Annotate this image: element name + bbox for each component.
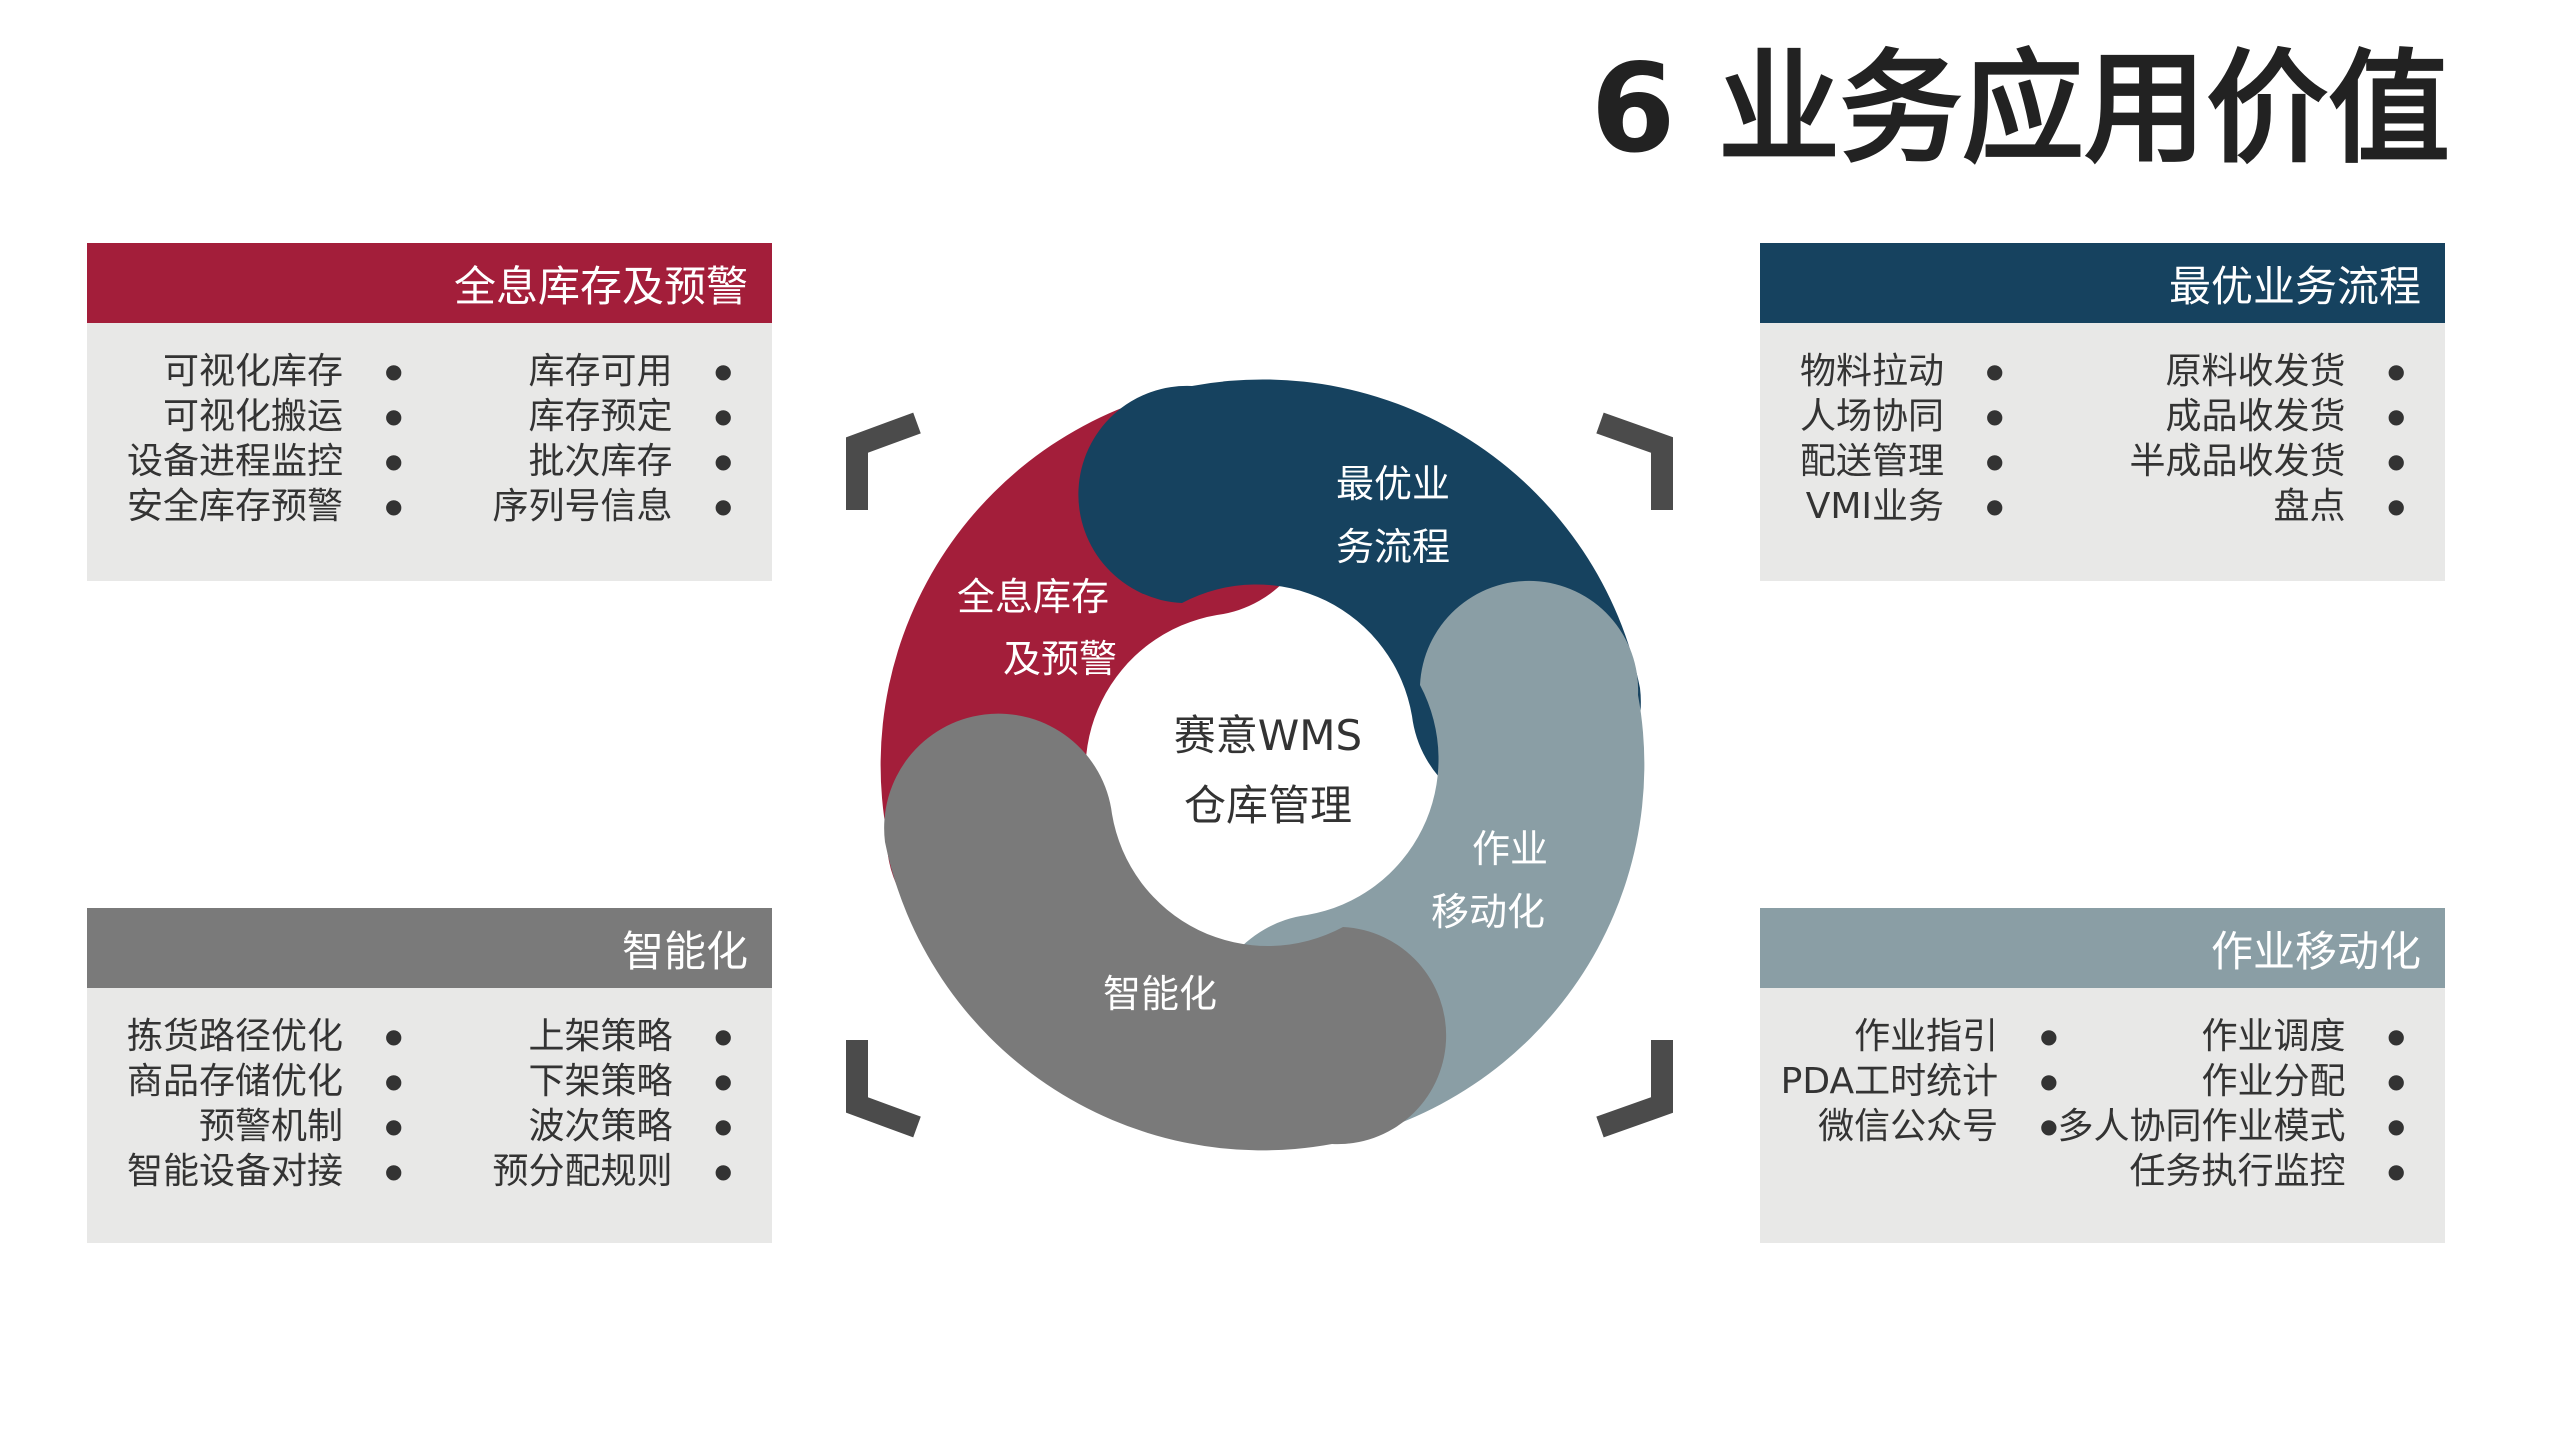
list-item: 可视化库存● <box>163 351 403 392</box>
list-item: 盘点● <box>2273 486 2405 527</box>
page-title: 6 业务应用价值 <box>1590 38 2450 180</box>
panel-header: 作业移动化 <box>1760 908 2445 988</box>
list-item: 作业指引● <box>1854 1016 2058 1057</box>
list-item: 预警机制● <box>199 1106 403 1147</box>
bullet-icon: ● <box>1986 449 2004 473</box>
bullet-icon: ● <box>714 1114 732 1138</box>
bullet-icon: ● <box>2387 1024 2405 1048</box>
segment-label: 全息库存 <box>957 575 1109 619</box>
chevron-bottom-left-icon <box>846 1040 921 1138</box>
bullet-icon: ● <box>2040 1114 2058 1138</box>
chevron-bottom-right-icon <box>1596 1040 1673 1138</box>
bullet-icon: ● <box>2387 1114 2405 1138</box>
feature-list-primary: 库存可用● 库存预定● 批次库存● 序列号信息● <box>493 349 732 551</box>
bullet-icon: ● <box>385 404 403 428</box>
list-item: 安全库存预警● <box>127 486 403 527</box>
list-item: 智能设备对接● <box>127 1151 403 1192</box>
bullet-icon: ● <box>714 1069 732 1093</box>
list-item: 成品收发货● <box>2165 396 2405 437</box>
list-item: 上架策略● <box>528 1016 732 1057</box>
feature-list-secondary: 拣货路径优化● 商品存储优化● 预警机制● 智能设备对接● <box>127 1014 402 1213</box>
list-item: 拣货路径优化● <box>127 1016 403 1057</box>
panel-body: 库存可用● 库存预定● 批次库存● 序列号信息● 可视化库存● 可视化搬运● 设… <box>87 323 772 581</box>
panel-body: 原料收发货● 成品收发货● 半成品收发货● 盘点● 物料拉动● 人场协同● 配送… <box>1760 323 2445 581</box>
segment-label: 最优业 <box>1336 462 1450 506</box>
bullet-icon: ● <box>1986 494 2004 518</box>
panel-header: 智能化 <box>87 908 772 988</box>
list-item: 作业调度● <box>2201 1016 2405 1057</box>
chevron-top-left-icon <box>846 412 921 510</box>
list-item: 物料拉动● <box>1800 351 2004 392</box>
list-item: 库存可用● <box>528 351 732 392</box>
segment-label: 及预警 <box>1003 637 1117 681</box>
list-item: 设备进程监控● <box>127 441 403 482</box>
list-item: 人场协同● <box>1800 396 2004 437</box>
panel-mobile-operations: 作业移动化 作业调度● 作业分配● 多人协同作业模式● 任务执行监控● 作业指引… <box>1760 908 2445 1243</box>
bullet-icon: ● <box>2387 404 2405 428</box>
list-item: 多人协同作业模式● <box>2057 1106 2405 1147</box>
panel-holographic-inventory: 全息库存及预警 库存可用● 库存预定● 批次库存● 序列号信息● 可视化库存● … <box>87 243 772 581</box>
bullet-icon: ● <box>385 1159 403 1183</box>
bullet-icon: ● <box>2387 449 2405 473</box>
list-item: 批次库存● <box>528 441 732 482</box>
bullet-icon: ● <box>714 449 732 473</box>
panel-body: 作业调度● 作业分配● 多人协同作业模式● 任务执行监控● 作业指引● PDA工… <box>1760 988 2445 1243</box>
feature-list-primary: 原料收发货● 成品收发货● 半成品收发货● 盘点● <box>2130 349 2405 551</box>
list-item: 下架策略● <box>528 1061 732 1102</box>
bullet-icon: ● <box>714 359 732 383</box>
bullet-icon: ● <box>385 1069 403 1093</box>
list-item: 半成品收发货● <box>2129 441 2405 482</box>
bullet-icon: ● <box>2387 494 2405 518</box>
bullet-icon: ● <box>385 1114 403 1138</box>
bullet-icon: ● <box>385 359 403 383</box>
segment-label: 作业 <box>1472 827 1548 871</box>
feature-list-primary: 上架策略● 下架策略● 波次策略● 预分配规则● <box>493 1014 732 1213</box>
list-item: 库存预定● <box>528 396 732 437</box>
bullet-icon: ● <box>385 494 403 518</box>
list-item: 微信公众号● <box>1818 1106 2058 1147</box>
list-item: 商品存储优化● <box>127 1061 403 1102</box>
bullet-icon: ● <box>1986 404 2004 428</box>
center-label: 仓库管理 <box>1184 781 1352 830</box>
segment-label: 务流程 <box>1336 525 1450 569</box>
panel-header: 全息库存及预警 <box>87 243 772 323</box>
bullet-icon: ● <box>2387 359 2405 383</box>
segment-intelligence <box>884 713 1447 1151</box>
panel-optimal-process: 最优业务流程 原料收发货● 成品收发货● 半成品收发货● 盘点● 物料拉动● 人… <box>1760 243 2445 581</box>
bullet-icon: ● <box>385 449 403 473</box>
segment-label: 移动化 <box>1431 890 1545 934</box>
list-item: 原料收发货● <box>2165 351 2405 392</box>
bullet-icon: ● <box>2387 1159 2405 1183</box>
list-item: 配送管理● <box>1800 441 2004 482</box>
feature-list-secondary: 可视化库存● 可视化搬运● 设备进程监控● 安全库存预警● <box>127 349 402 551</box>
list-item: 波次策略● <box>528 1106 732 1147</box>
bullet-icon: ● <box>714 1159 732 1183</box>
center-label: 赛意WMS <box>1174 711 1362 760</box>
list-item: 预分配规则● <box>492 1151 732 1192</box>
bullet-icon: ● <box>2040 1069 2058 1093</box>
list-item: PDA工时统计● <box>1780 1061 2058 1102</box>
feature-list-secondary: 物料拉动● 人场协同● 配送管理● VMI业务● <box>1800 349 2003 551</box>
panel-body: 上架策略● 下架策略● 波次策略● 预分配规则● 拣货路径优化● 商品存储优化●… <box>87 988 772 1243</box>
list-item: 序列号信息● <box>492 486 732 527</box>
bullet-icon: ● <box>2387 1069 2405 1093</box>
bullet-icon: ● <box>2040 1024 2058 1048</box>
bullet-icon: ● <box>1986 359 2004 383</box>
list-item: 可视化搬运● <box>163 396 403 437</box>
panel-header: 最优业务流程 <box>1760 243 2445 323</box>
segment-label: 智能化 <box>1103 972 1217 1016</box>
bullet-icon: ● <box>714 404 732 428</box>
feature-list-secondary: 作业指引● PDA工时统计● 微信公众号● <box>1781 1014 2058 1213</box>
panel-intelligence: 智能化 上架策略● 下架策略● 波次策略● 预分配规则● 拣货路径优化● 商品存… <box>87 908 772 1243</box>
list-item: VMI业务● <box>1805 486 2004 527</box>
bullet-icon: ● <box>714 494 732 518</box>
bullet-icon: ● <box>714 1024 732 1048</box>
feature-list-primary: 作业调度● 作业分配● 多人协同作业模式● 任务执行监控● <box>2058 1014 2405 1213</box>
list-item: 作业分配● <box>2201 1061 2405 1102</box>
list-item: 任务执行监控● <box>2129 1151 2405 1192</box>
bullet-icon: ● <box>385 1024 403 1048</box>
chevron-top-right-icon <box>1596 412 1673 510</box>
